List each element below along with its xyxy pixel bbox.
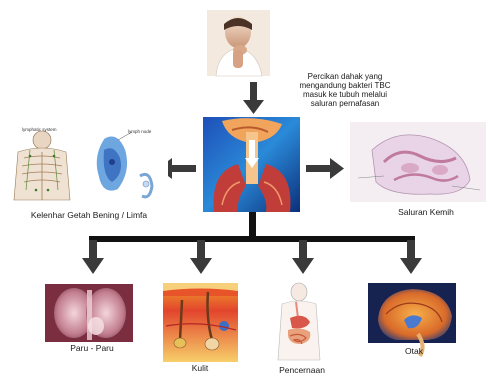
arrow-down-to-skin <box>190 240 212 274</box>
lymphatic-system-image <box>8 124 168 208</box>
coughing-person-image <box>207 10 270 76</box>
arrow-down-to-brain <box>400 240 422 274</box>
brain-label: Otak <box>384 346 444 356</box>
urinary-tract-image <box>350 122 486 202</box>
digestion-label: Pencernaan <box>264 365 340 375</box>
skin-label: Kulit <box>170 363 230 373</box>
lymph-label: Kelenhar Getah Bening / Limfa <box>4 210 174 220</box>
skin-cross-section-image <box>163 283 238 362</box>
arrow-down-to-digestion <box>292 240 314 274</box>
lung-label: Paru - Paru <box>52 343 132 353</box>
arrow-down-to-respiratory <box>243 82 264 114</box>
urinary-label: Saluran Kemih <box>376 207 476 217</box>
lung-xray-image <box>45 284 133 342</box>
lymphatic-system-inset-label: lymphatic system <box>22 127 57 132</box>
lymph-node-inset-label: lymph node <box>128 129 151 134</box>
arrow-down-to-lung <box>82 240 104 274</box>
respiratory-tract-image <box>203 117 300 212</box>
top-caption: Percikan dahak yang mengandung bakteri T… <box>290 72 400 108</box>
arrow-right-to-urinary <box>306 158 344 179</box>
digestive-system-image <box>275 281 323 364</box>
